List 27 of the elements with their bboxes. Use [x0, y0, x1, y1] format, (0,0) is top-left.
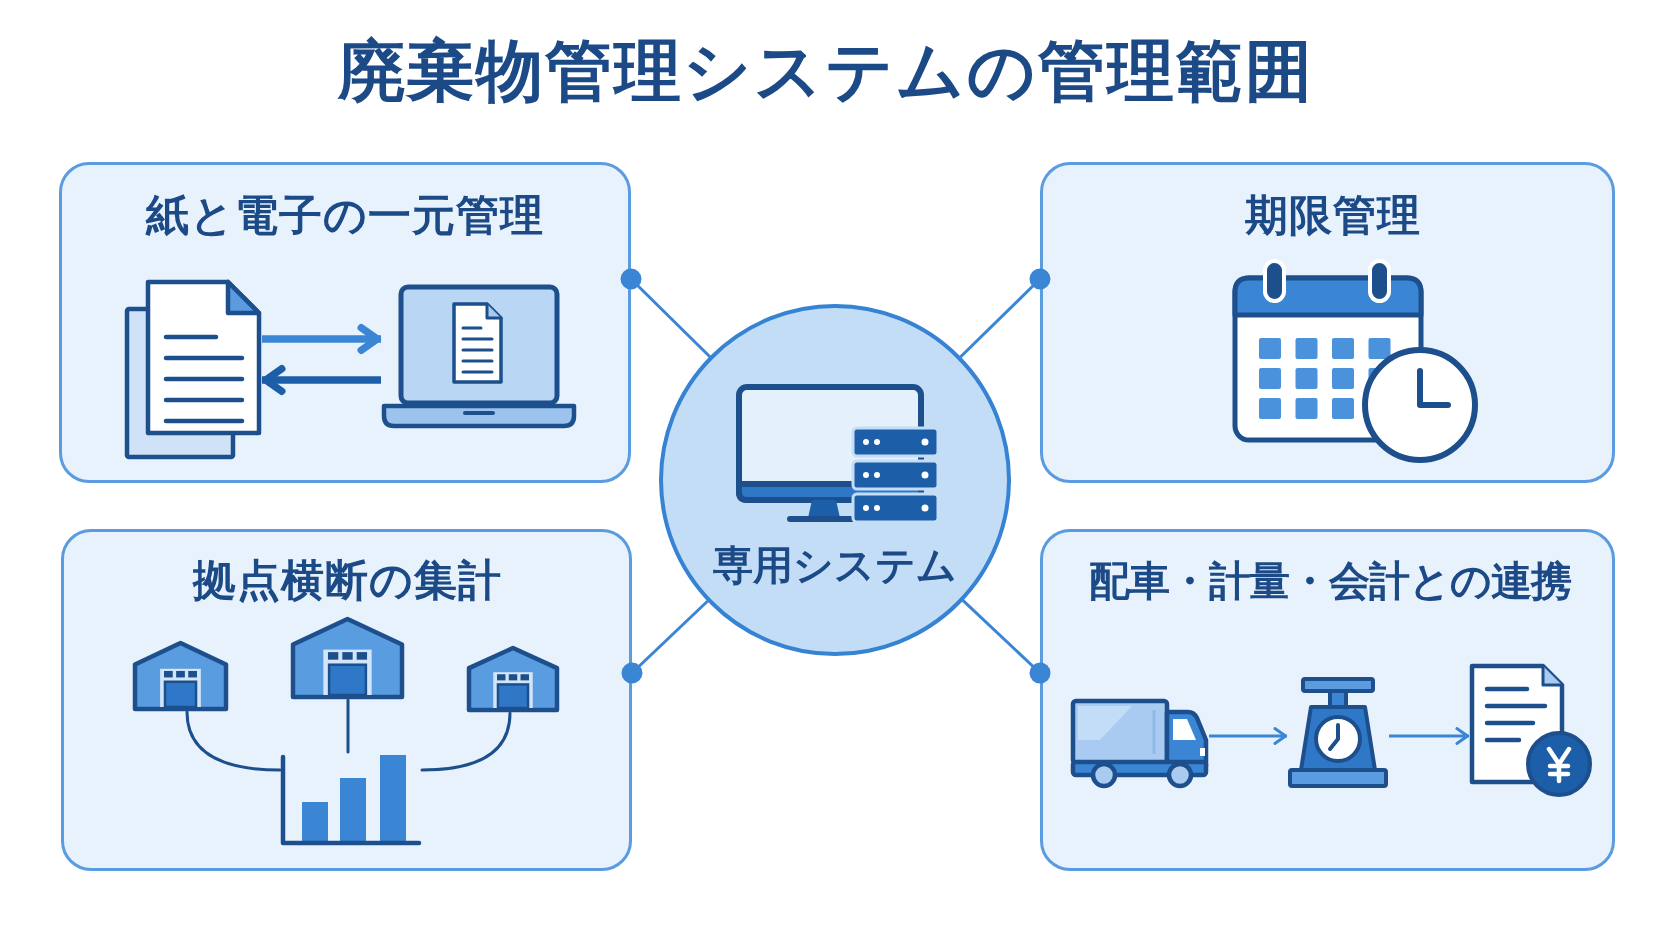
document-stack-icon [124, 279, 262, 461]
weighing-scale-icon [1287, 676, 1389, 789]
connector-line [959, 268, 1051, 359]
arrow [1389, 727, 1469, 745]
connector-line [185, 710, 282, 772]
title: 廃棄物管理システムの管理範囲 [338, 33, 1314, 111]
feature-panel [59, 162, 631, 483]
feature-panel [1040, 162, 1615, 483]
connector-line [346, 698, 350, 754]
feature-panel [1040, 529, 1615, 871]
connector-line [420, 711, 512, 772]
connector-line [961, 599, 1051, 684]
panel-heading: 紙と電子の一元管理 [146, 191, 544, 241]
bar-chart-icon [280, 752, 422, 846]
warehouse-icon [466, 645, 560, 713]
panel-heading: 期限管理 [1245, 191, 1421, 241]
warehouse-icon [290, 616, 405, 700]
panel-heading: 配車・計量・会計との連携 [1089, 558, 1571, 606]
circle-label: 専用システム [713, 542, 957, 588]
panel-heading: 拠点横断の集計 [192, 556, 502, 606]
warehouse-icon [132, 640, 229, 712]
connector-line [620, 268, 712, 358]
laptop-icon [381, 284, 577, 429]
truck-icon [1070, 698, 1209, 790]
feature-panel [61, 529, 632, 871]
arrow [1209, 727, 1287, 745]
yen-invoice-icon [1469, 663, 1593, 799]
